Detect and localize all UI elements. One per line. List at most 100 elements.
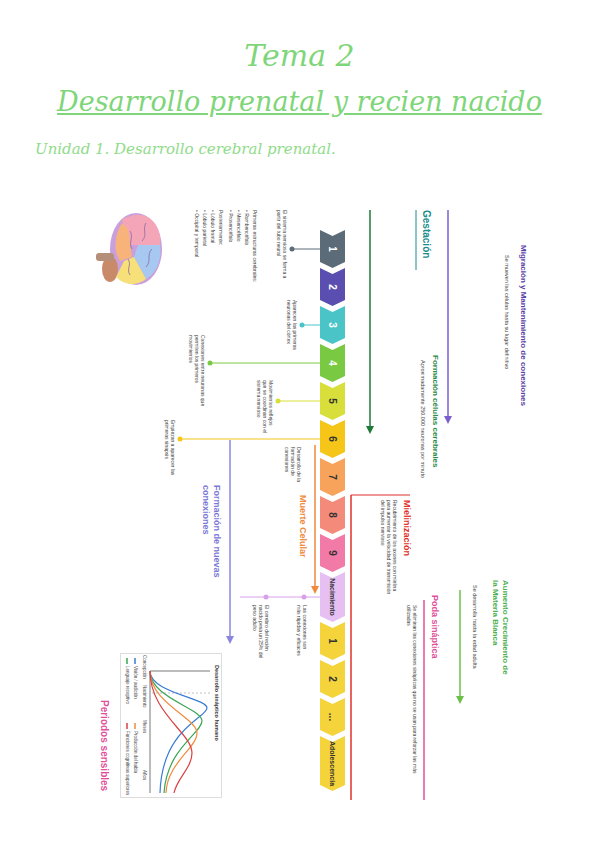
brain-stem xyxy=(96,253,114,261)
legend-line xyxy=(134,658,136,664)
chevron-fill xyxy=(320,268,345,306)
leader-line xyxy=(278,401,320,402)
chevron-fill xyxy=(320,622,345,660)
section-heading: Aumento Crecimiento de la Materia Blanca xyxy=(491,580,510,680)
note-text: Desarrollo prenatal y recien nacido xyxy=(0,86,599,118)
section-heading: Poda sináptica xyxy=(429,595,440,685)
legend-line xyxy=(126,723,128,729)
chevron-fill xyxy=(320,572,345,622)
note-text: Se desarrolla hasta la edad adulta xyxy=(471,585,478,705)
page-title: Tema 2 xyxy=(0,38,599,73)
note-text: Movimientos reflejos que se coordinan co… xyxy=(256,380,274,435)
timeline-chevron: 9 xyxy=(320,534,345,572)
chart-curve xyxy=(150,671,197,793)
section-heading: Formación células cerebrales xyxy=(430,355,440,485)
leader-line xyxy=(292,249,320,250)
leader-line xyxy=(302,325,320,326)
note-text: • Lóbulo parietal xyxy=(202,210,208,320)
chevron-fill xyxy=(320,382,345,420)
timeline-chevron: 2 xyxy=(320,660,345,698)
chevron-fill xyxy=(320,660,345,698)
arrow-head xyxy=(366,426,374,434)
chevron-label: Adolescencia xyxy=(320,736,345,791)
rotated-diagram: 123456789Nacimiento12...AdolescenciaMigr… xyxy=(75,195,540,805)
section-heading: Gestación xyxy=(420,210,432,270)
note-text: • Mesencéfalo xyxy=(236,210,242,320)
note-text: Conexiones entre neuronas que permiten l… xyxy=(188,335,206,410)
range-line xyxy=(369,210,371,430)
leader-line xyxy=(180,439,320,440)
brain-fold xyxy=(128,223,152,275)
leader-line xyxy=(210,363,320,364)
chevron-label: 5 xyxy=(320,382,345,420)
leader-dot xyxy=(178,437,183,442)
chart-curve xyxy=(150,671,202,793)
chart-frame xyxy=(121,654,222,798)
legend-line xyxy=(134,723,136,729)
note-text: Las conexiones son más rápidas y eficace… xyxy=(296,605,308,660)
note-text: • Occipital y temporal xyxy=(194,210,200,320)
range-line xyxy=(229,440,231,640)
leader-dot xyxy=(264,595,269,600)
note-text: Empiezan a aparecer las primeras sinapsi… xyxy=(164,420,176,490)
legend-text: Producción del habla xyxy=(133,731,138,795)
legend-text: Funciones cognitivas superiores xyxy=(125,731,130,795)
chart-curve xyxy=(150,671,207,793)
arrow-head xyxy=(226,636,234,644)
note-text: Se mueven las células hasta su lugar def… xyxy=(503,255,510,415)
timeline-chevron: 5 xyxy=(320,382,345,420)
chevron-label: 9 xyxy=(320,534,345,572)
note-text: Meses xyxy=(142,720,147,745)
range-line xyxy=(351,495,410,496)
arrow-head xyxy=(311,586,319,594)
chevron-label: 1 xyxy=(320,622,345,660)
leader-dot xyxy=(290,247,295,252)
timeline-chevron: 8 xyxy=(320,496,345,534)
chevron-label: ... xyxy=(320,698,345,736)
range-line xyxy=(423,600,425,800)
note-text: El sistema nervioso se forma a partir de… xyxy=(276,210,288,280)
section-heading: Migración y Mantenimiento de conexiones xyxy=(518,245,528,415)
arrow-head xyxy=(456,696,464,704)
chevron-fill xyxy=(320,344,345,382)
chevron-label: 2 xyxy=(320,268,345,306)
timeline-chevron: 1 xyxy=(320,230,345,268)
timeline-chevron: 2 xyxy=(320,268,345,306)
note-text: Posteriormente: xyxy=(218,210,224,320)
note-text: Primeras estructuras cerebrales: xyxy=(252,210,258,320)
section-heading: Periodos sensibles xyxy=(98,700,110,800)
note-text: • Rombencéfalo xyxy=(244,210,250,320)
chevron-label: Nacimiento xyxy=(320,572,345,622)
timeline-chevron: Adolescencia xyxy=(320,736,345,791)
leader-dot xyxy=(276,399,281,404)
note-text: Años xyxy=(142,770,147,795)
note-text: El cerebro del recién nacido pesa un 25%… xyxy=(252,605,270,665)
arrow-head xyxy=(444,416,452,424)
note-text: Recubrimiento de los axones con mielina … xyxy=(380,500,398,595)
note-text: Desarrollo de la formación de conexiones xyxy=(284,447,302,493)
chevron-fill xyxy=(320,496,345,534)
chevron-label: 4 xyxy=(320,344,345,382)
chevron-label: 2 xyxy=(320,660,345,698)
chevron-fill xyxy=(320,698,345,736)
chevron-fill xyxy=(320,306,345,344)
chevron-label: 7 xyxy=(320,458,345,496)
range-line xyxy=(447,210,449,420)
note-text: Aparecen las primeras neuronas del córte… xyxy=(286,300,298,358)
leader-line xyxy=(240,597,320,598)
brain-lobe xyxy=(110,213,162,285)
timeline-chevron: 3 xyxy=(320,306,345,344)
chevron-label: 1 xyxy=(320,230,345,268)
note-text: Unidad 1. Desarrollo cerebral prenatal. xyxy=(35,140,575,158)
chevron-fill xyxy=(320,230,345,268)
chevron-fill xyxy=(320,420,345,458)
chevron-label: 6 xyxy=(320,420,345,458)
timeline-chevron: ... xyxy=(320,698,345,736)
note-text: Aproximadamente 250.000 neuronas por min… xyxy=(419,360,426,480)
leader-dot xyxy=(302,595,307,600)
range-line xyxy=(350,495,352,800)
section-heading: Mielinización xyxy=(401,500,412,575)
note-text: • Prosencéfalo xyxy=(228,210,234,320)
range-line xyxy=(459,590,461,700)
